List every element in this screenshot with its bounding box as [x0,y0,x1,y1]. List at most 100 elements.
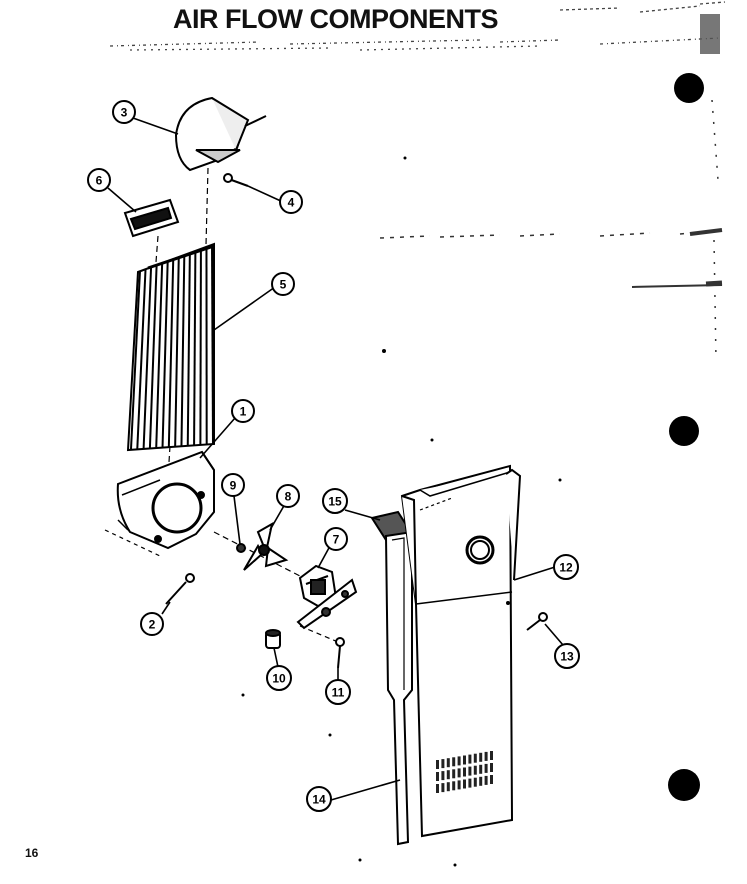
callout-8: 8 [276,484,300,508]
vent-slot [441,759,445,769]
svg-text:14: 14 [312,793,326,807]
vent-slot [484,751,488,761]
vent-slot [473,765,477,775]
coil-fin [130,270,141,450]
vent-slot [452,781,456,791]
svg-text:5: 5 [280,278,287,292]
svg-text:11: 11 [332,686,345,700]
vent-slot [484,763,488,773]
coil-fin [186,252,191,446]
coil-fin [167,258,175,447]
vent-slot [479,752,483,762]
part-11-screw [335,637,345,669]
svg-text:10: 10 [272,672,286,686]
page-number: 16 [25,846,39,860]
vent-slot [490,763,493,772]
coil-fin [174,256,180,447]
vent-slot [446,782,450,792]
callout-9: 9 [221,473,245,497]
page-title: AIR FLOW COMPONENTS [173,4,498,34]
svg-text:7: 7 [333,533,340,547]
header-scan-noise [109,1,726,54]
callout-bubbles: 1 2 3 4 5 6 7 8 9 10 11 12 13 14 15 [87,100,580,812]
part-4-screw [223,173,249,187]
coil-fin [142,266,153,449]
callout-6: 6 [87,168,111,192]
vent-slot [436,784,439,793]
part-13-screw [526,612,548,631]
svg-text:6: 6 [96,174,103,188]
part-3-top-cover [174,96,267,172]
vent-slot [468,766,472,776]
vent-slot [457,756,461,766]
coil-fin [180,254,186,446]
part-5-coil [126,242,215,452]
vent-slot [436,760,439,769]
scan-dots [241,156,562,867]
vent-slot [463,779,466,789]
svg-text:12: 12 [559,561,573,575]
coil-fin [136,268,147,449]
coil-fin [161,260,169,448]
vent-slot [473,753,477,763]
coil-fin [193,250,197,446]
vent-slot [468,754,472,764]
part-14-channel [384,530,413,846]
vent-slot [463,755,466,765]
part-8-fan-blade [243,522,289,571]
vent-slot [457,780,461,790]
part-9-nut [236,543,246,553]
svg-text:1: 1 [240,405,247,419]
callout-15: 15 [322,488,348,514]
vent-slot [490,775,493,784]
vent-slot [452,757,456,767]
part-1-fan-shroud [116,450,215,550]
vent-slot [441,771,445,781]
part-6-grille [123,198,180,238]
callout-5: 5 [271,272,295,296]
binder-hole-middle [669,416,699,446]
margin-scan-marks [379,99,723,361]
vent-slot [446,770,450,780]
vent-slot [463,767,466,777]
callout-1: 1 [231,399,255,423]
vent-slot [452,769,456,779]
svg-text:9: 9 [230,479,237,493]
coil-fin [155,262,164,448]
callout-7: 7 [324,527,348,551]
callout-13: 13 [554,643,580,669]
svg-text:8: 8 [285,490,292,504]
binder-holes [668,73,704,801]
vent-slot [441,783,445,793]
callout-11: 11 [325,679,351,705]
vent-slot [473,777,477,787]
svg-text:2: 2 [149,618,156,632]
callout-3: 3 [112,100,136,124]
callout-4: 4 [279,190,303,214]
binder-hole-bottom [668,769,700,801]
vent-slot [436,772,439,781]
vent-slot [479,776,483,786]
callout-10: 10 [266,665,292,691]
leader-lines [107,117,564,801]
coil-fin [148,264,158,448]
binder-hole-top [674,73,704,103]
vent-slot [468,778,472,788]
vent-slot [457,768,461,778]
part-2-screw [165,573,195,605]
callout-12: 12 [553,554,579,580]
vent-slot [490,751,493,760]
svg-text:15: 15 [328,495,342,509]
svg-text:3: 3 [121,106,128,120]
svg-text:13: 13 [560,650,574,664]
part-12-rear-panel [400,464,522,838]
svg-text:4: 4 [288,196,295,210]
vent-slot [479,764,483,774]
coil-fin [211,244,214,445]
part-7-fan-motor [296,564,358,630]
coil-fin [199,248,202,445]
vent-slot [484,775,488,785]
callout-14: 14 [306,786,332,812]
callout-2: 2 [140,612,164,636]
